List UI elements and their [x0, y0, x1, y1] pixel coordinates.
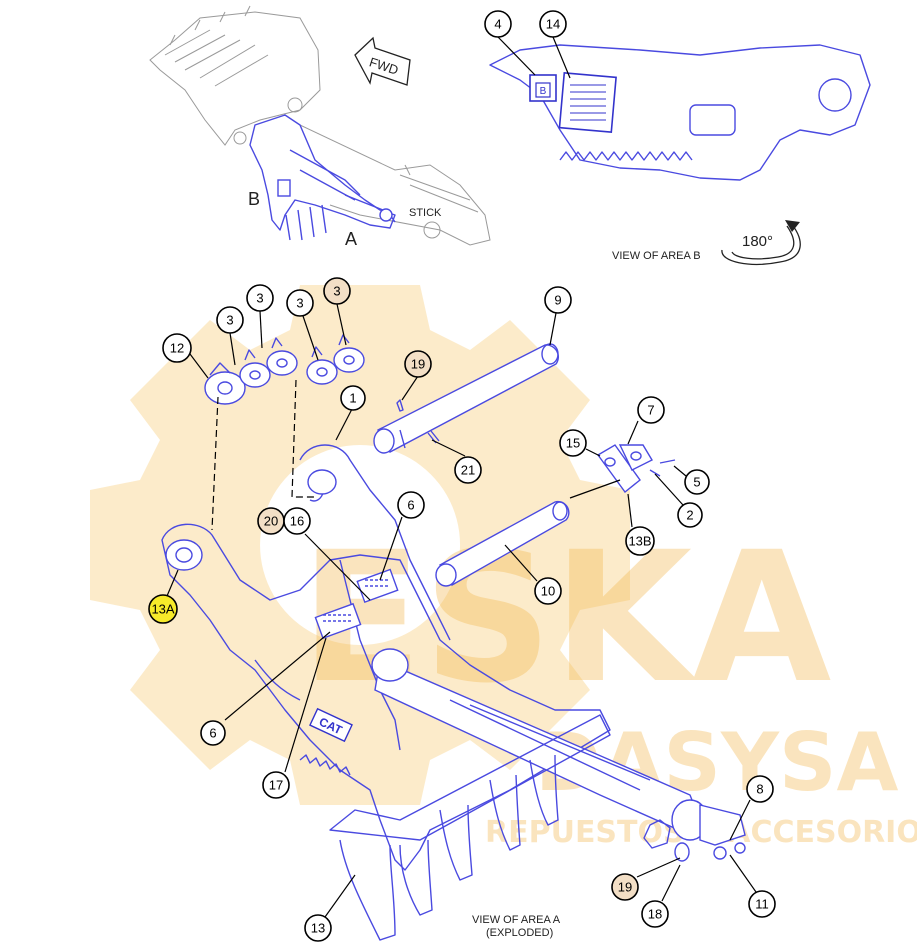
area-b-label: B	[248, 189, 260, 209]
view-b-label: VIEW OF AREA B	[612, 250, 701, 262]
callout-5: 5	[684, 469, 710, 495]
svg-text:3: 3	[333, 284, 340, 299]
callout-4: 4	[484, 10, 512, 38]
callout-19: 19	[611, 873, 639, 901]
callout-6: 6	[200, 720, 226, 746]
washer-group	[204, 334, 365, 405]
nameplate-14	[558, 71, 617, 134]
svg-text:21: 21	[461, 463, 475, 478]
rotation-label: 180°	[742, 233, 773, 250]
svg-text:13A: 13A	[151, 602, 174, 617]
callout-3: 3	[286, 289, 314, 317]
callout-8: 8	[746, 775, 774, 803]
svg-text:8: 8	[756, 782, 763, 797]
svg-text:6: 6	[209, 726, 216, 741]
plate-logo-text: B	[540, 86, 547, 97]
callout-12: 12	[162, 333, 192, 363]
svg-text:9: 9	[554, 293, 561, 308]
view-area-a: CAT VIEW OF AREA A (EXPLODED)	[161, 334, 746, 941]
svg-text:3: 3	[296, 296, 303, 311]
callout-3: 3	[216, 306, 244, 334]
svg-text:7: 7	[647, 403, 654, 418]
callout-17: 17	[262, 771, 290, 799]
svg-text:13: 13	[311, 921, 325, 936]
callout-19: 19	[404, 350, 432, 378]
callout-18: 18	[641, 900, 669, 928]
pin-10	[435, 500, 570, 587]
svg-text:6: 6	[407, 498, 414, 513]
callout-10: 10	[534, 577, 562, 605]
svg-text:19: 19	[618, 880, 632, 895]
callout-group: 4 14 3 3 3 3 12 9 19 1 21 7 15 5 2 13B 6…	[148, 10, 776, 942]
svg-text:14: 14	[546, 17, 560, 32]
svg-text:1: 1	[349, 391, 356, 406]
plate-13b	[596, 444, 676, 494]
callout-15: 15	[559, 429, 587, 457]
callout-16: 16	[283, 507, 311, 535]
view-a-label: VIEW OF AREA A	[472, 914, 561, 926]
view-a-sublabel: (EXPLODED)	[486, 927, 553, 939]
svg-text:4: 4	[494, 17, 501, 32]
svg-text:19: 19	[411, 357, 425, 372]
svg-text:12: 12	[170, 341, 184, 356]
svg-text:16: 16	[290, 514, 304, 529]
svg-text:11: 11	[755, 897, 769, 912]
nameplate-4: B	[529, 74, 557, 102]
callout-13: 13	[304, 914, 332, 942]
callout-13b: 13B	[625, 526, 655, 556]
fwd-arrow-icon: FWD	[354, 36, 411, 86]
svg-text:3: 3	[256, 291, 263, 306]
svg-text:17: 17	[269, 778, 283, 793]
pin-9	[373, 343, 559, 454]
callout-3: 3	[246, 284, 274, 312]
thumb-frame: CAT	[161, 444, 746, 941]
callout-14: 14	[539, 10, 567, 38]
callout-13a: 13A	[148, 594, 178, 624]
callout-7: 7	[637, 396, 665, 424]
callout-21: 21	[454, 456, 482, 484]
leader-lines	[166, 303, 757, 918]
svg-text:18: 18	[648, 907, 662, 922]
svg-text:5: 5	[693, 475, 700, 490]
callout-11: 11	[748, 890, 776, 918]
svg-text:3: 3	[226, 313, 233, 328]
callout-20: 20	[257, 507, 285, 535]
stick-label: STICK	[409, 207, 442, 219]
callout-6: 6	[397, 491, 425, 519]
svg-text:15: 15	[566, 436, 580, 451]
svg-text:10: 10	[541, 584, 555, 599]
svg-text:2: 2	[686, 508, 693, 523]
overview-machine: B A STICK FWD	[149, 5, 491, 249]
callout-9: 9	[544, 286, 572, 314]
svg-text:13B: 13B	[628, 534, 651, 549]
rotation-arrow-icon	[721, 220, 801, 265]
cat-logo: CAT	[309, 707, 353, 743]
area-a-label: A	[345, 229, 357, 249]
callout-3: 3	[323, 277, 351, 305]
callout-2: 2	[677, 502, 703, 528]
view-area-b: B 180° VIEW OF AREA B	[489, 36, 871, 265]
svg-text:20: 20	[264, 514, 278, 529]
callout-1: 1	[340, 385, 366, 411]
